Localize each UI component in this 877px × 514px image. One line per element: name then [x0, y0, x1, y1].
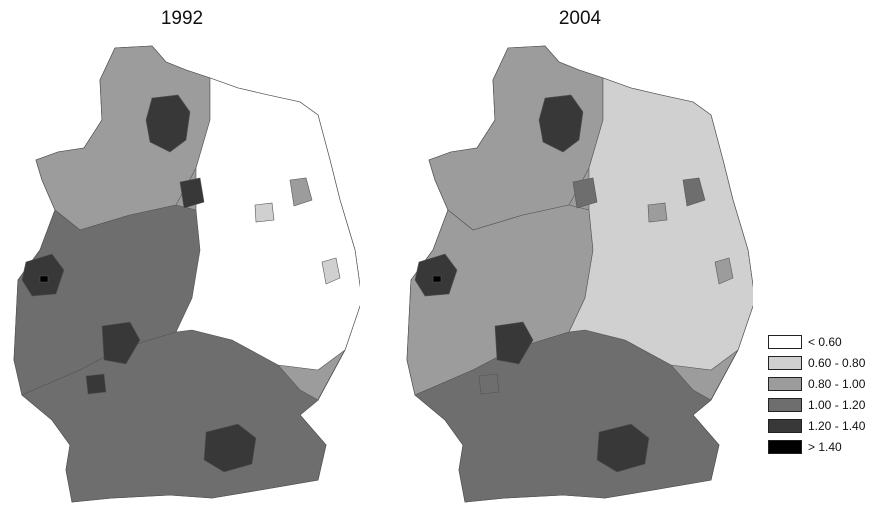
region-hannover — [179, 177, 205, 209]
map-title-1992: 1992 — [160, 8, 204, 29]
legend-item: 0.80 - 1.00 — [768, 375, 873, 392]
map-2004 — [406, 45, 753, 503]
legend-swatch — [768, 397, 802, 412]
region-cologne-core — [432, 275, 442, 283]
region-dresden — [321, 257, 341, 285]
map-1992 — [13, 45, 360, 503]
legend-label: 1.20 - 1.40 — [808, 418, 866, 433]
region-dresden — [714, 257, 734, 285]
legend-label: > 1.40 — [808, 439, 842, 454]
region-hamburg — [538, 94, 584, 153]
legend-swatch — [768, 355, 802, 370]
legend-swatch — [768, 376, 802, 391]
map-title-2004: 2004 — [558, 8, 602, 29]
legend-swatch — [768, 418, 802, 433]
region-leipzig — [647, 202, 668, 223]
legend-swatch — [768, 334, 802, 349]
region-berlin — [289, 177, 313, 207]
region-munich — [203, 423, 257, 473]
region-east — [568, 77, 753, 371]
region-cologne — [414, 253, 458, 297]
region-frankfurt — [101, 321, 141, 365]
legend-item: > 1.40 — [768, 438, 873, 455]
region-cologne-core — [39, 275, 49, 283]
region-hannover — [572, 177, 598, 209]
legend-item: 0.60 - 0.80 — [768, 354, 873, 371]
legend-label: 0.80 - 1.00 — [808, 376, 866, 391]
legend-label: < 0.60 — [808, 334, 842, 349]
legend-swatch — [768, 439, 802, 454]
legend-label: 1.00 - 1.20 — [808, 397, 866, 412]
region-berlin — [682, 177, 706, 207]
legend-item: 1.00 - 1.20 — [768, 396, 873, 413]
region-stuttgart — [85, 373, 107, 395]
legend-label: 0.60 - 0.80 — [808, 355, 866, 370]
legend: < 0.60 0.60 - 0.80 0.80 - 1.00 1.00 - 1.… — [768, 333, 873, 459]
region-stuttgart — [478, 373, 500, 395]
region-frankfurt — [494, 321, 534, 365]
legend-item: < 0.60 — [768, 333, 873, 350]
region-hamburg — [145, 94, 191, 153]
region-munich — [596, 423, 650, 473]
region-cologne — [21, 253, 65, 297]
legend-item: 1.20 - 1.40 — [768, 417, 873, 434]
region-leipzig — [254, 202, 275, 223]
region-east — [175, 77, 360, 371]
